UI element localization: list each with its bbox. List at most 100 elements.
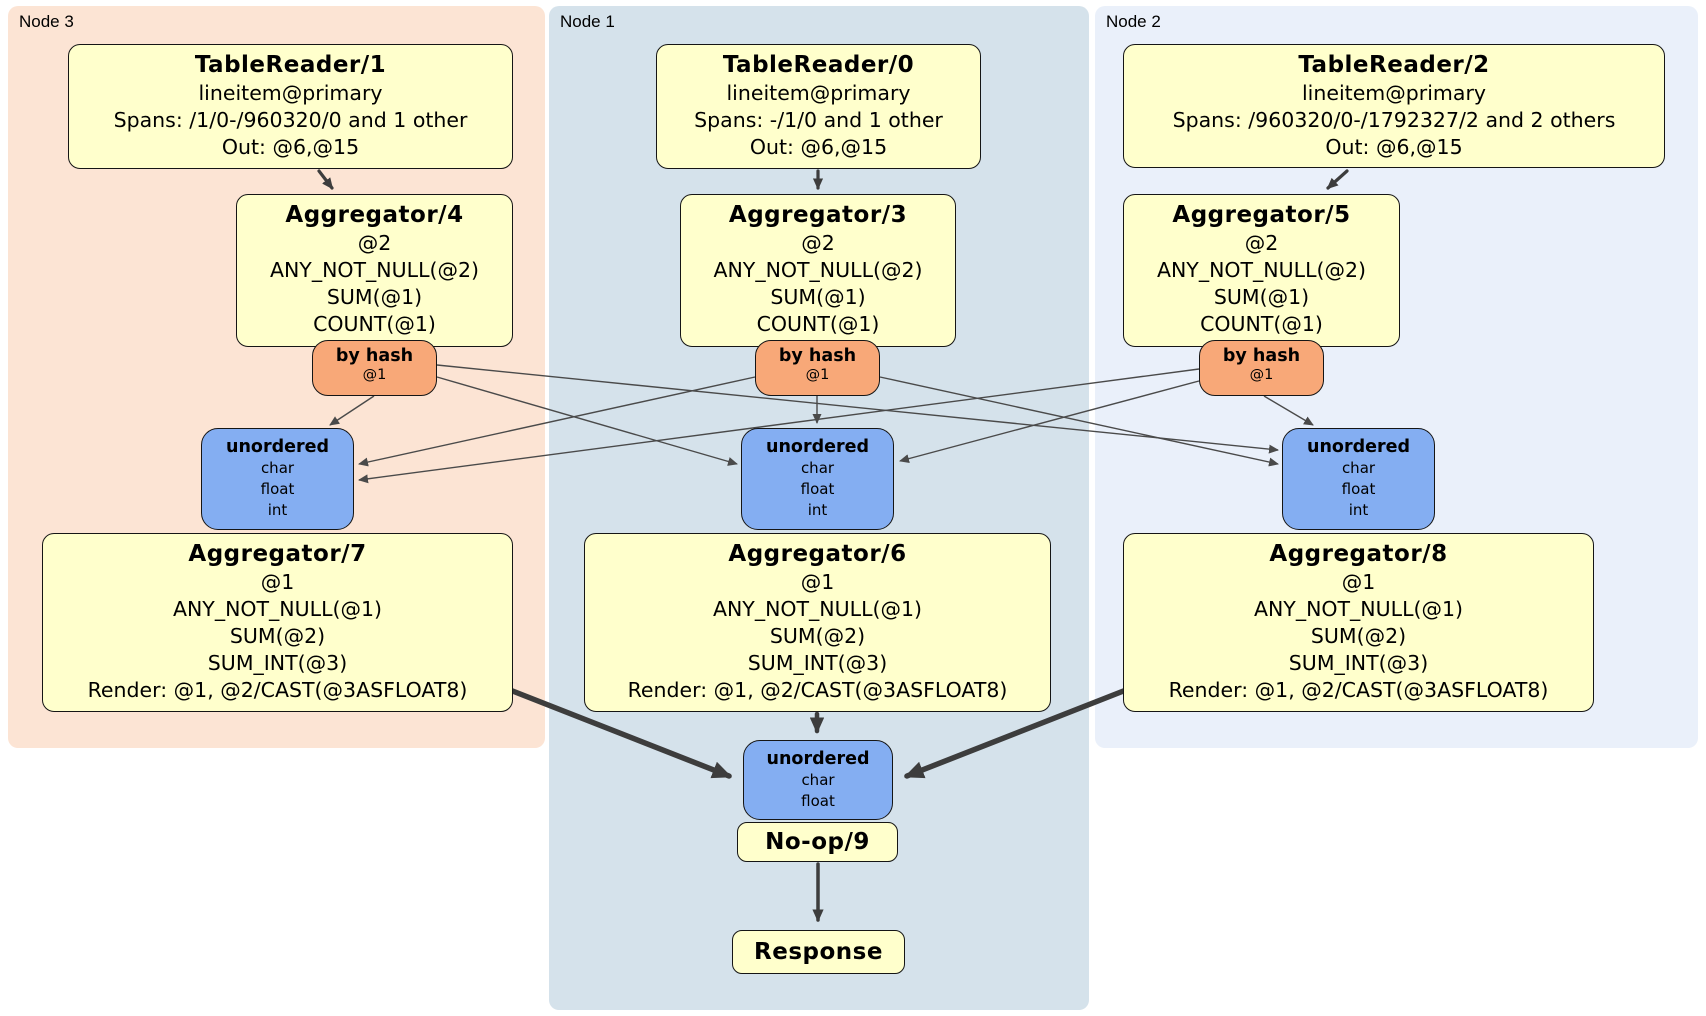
node2-label: Node 2: [1106, 12, 1161, 31]
sync-title: unordered: [766, 749, 870, 769]
aggregator-6-box: Aggregator/6 @1 ANY_NOT_NULL(@1) SUM(@2)…: [584, 533, 1051, 712]
sync-unordered-node1: unordered char float int: [741, 428, 894, 530]
box-title: TableReader/0: [722, 52, 915, 78]
sync-title: unordered: [226, 437, 329, 457]
sync-line: int: [1348, 501, 1369, 519]
edge-tr2-agg5: [1326, 169, 1349, 190]
sync-line: float: [260, 480, 295, 498]
box-title: Aggregator/8: [1269, 541, 1448, 567]
box-line: SUM(@2): [1310, 624, 1407, 648]
hash-router-node1: by hash @1: [755, 340, 880, 396]
box-line: COUNT(@1): [756, 312, 880, 336]
edge-router2-sync2: [1263, 395, 1314, 426]
sync-line: int: [807, 501, 828, 519]
edge-router3-sync1: [436, 376, 738, 466]
box-line: Render: @1, @2/CAST(@3ASFLOAT8): [87, 678, 468, 702]
edge-tr1-agg4: [317, 169, 334, 190]
box-line: ANY_NOT_NULL(@1): [172, 597, 383, 621]
sync-unordered-final: unordered char float: [743, 740, 893, 820]
edge-router3-sync2: [436, 364, 1279, 454]
node1-label: Node 1: [560, 12, 615, 31]
edge-router3-sync3: [329, 395, 375, 426]
hash-router-node2: by hash @1: [1199, 340, 1324, 396]
sync-line: char: [260, 459, 295, 477]
box-line: SUM(@1): [770, 285, 866, 309]
box-line: @2: [1244, 231, 1279, 255]
response-box: Response: [732, 930, 905, 974]
box-line: Out: @6,@15: [221, 135, 360, 159]
router-detail: @1: [805, 367, 830, 383]
router-title: by hash: [335, 346, 414, 366]
hash-router-node3: by hash @1: [312, 340, 437, 396]
edge-router1-sync3: [358, 376, 756, 467]
table-reader-0-box: TableReader/0 lineitem@primary Spans: -/…: [656, 44, 981, 169]
box-title: Aggregator/7: [188, 541, 367, 567]
box-line: SUM(@1): [326, 285, 423, 309]
sync-line: int: [267, 501, 288, 519]
box-line: @1: [260, 570, 295, 594]
box-line: ANY_NOT_NULL(@2): [713, 258, 923, 282]
box-line: lineitem@primary: [1301, 81, 1487, 105]
table-reader-1-box: TableReader/1 lineitem@primary Spans: /1…: [68, 44, 513, 169]
box-title: No-op/9: [765, 828, 870, 855]
box-title: TableReader/2: [1298, 52, 1490, 78]
box-line: Render: @1, @2/CAST(@3ASFLOAT8): [1168, 678, 1549, 702]
sync-line: float: [800, 480, 835, 498]
edge-router2-sync3: [358, 368, 1200, 484]
table-reader-2-box: TableReader/2 lineitem@primary Spans: /9…: [1123, 44, 1665, 168]
sync-line: char: [801, 771, 835, 789]
aggregator-7-box: Aggregator/7 @1 ANY_NOT_NULL(@1) SUM(@2)…: [42, 533, 513, 712]
router-detail: @1: [1249, 367, 1274, 383]
box-line: Render: @1, @2/CAST(@3ASFLOAT8): [627, 678, 1008, 702]
box-line: Out: @6,@15: [1325, 135, 1463, 159]
box-line: SUM_INT(@3): [1288, 651, 1429, 675]
box-line: SUM_INT(@3): [747, 651, 888, 675]
sync-line: float: [801, 792, 835, 810]
aggregator-8-box: Aggregator/8 @1 ANY_NOT_NULL(@1) SUM(@2)…: [1123, 533, 1594, 712]
box-line: @2: [801, 231, 835, 255]
box-line: Spans: /960320/0-/1792327/2 and 2 others: [1172, 108, 1616, 132]
sync-title: unordered: [1307, 437, 1410, 457]
box-title: Aggregator/6: [728, 541, 907, 567]
box-title: TableReader/1: [194, 52, 387, 78]
box-line: lineitem@primary: [198, 81, 383, 105]
box-line: SUM(@2): [769, 624, 866, 648]
box-line: SUM(@2): [229, 624, 326, 648]
edge-router2-sync1: [899, 380, 1200, 464]
box-title: Aggregator/5: [1172, 202, 1351, 228]
box-line: lineitem@primary: [726, 81, 911, 105]
box-line: ANY_NOT_NULL(@1): [712, 597, 923, 621]
box-line: SUM_INT(@3): [207, 651, 348, 675]
aggregator-4-box: Aggregator/4 @2 ANY_NOT_NULL(@2) SUM(@1)…: [236, 194, 513, 347]
edge-router1-sync2: [879, 376, 1279, 467]
edge-agg7-finalsync: [507, 687, 733, 779]
sync-line: char: [1341, 459, 1376, 477]
box-line: SUM(@1): [1213, 285, 1310, 309]
box-line: @1: [1341, 570, 1376, 594]
node3-label: Node 3: [19, 12, 74, 31]
sync-unordered-node2: unordered char float int: [1282, 428, 1435, 530]
box-title: Response: [754, 938, 883, 965]
box-title: Aggregator/3: [728, 202, 908, 228]
box-line: COUNT(@1): [313, 312, 436, 336]
box-line: @2: [357, 231, 392, 255]
aggregator-3-box: Aggregator/3 @2 ANY_NOT_NULL(@2) SUM(@1)…: [680, 194, 956, 347]
sync-line: char: [800, 459, 835, 477]
sync-line: float: [1341, 480, 1376, 498]
box-title: Aggregator/4: [285, 202, 464, 228]
router-title: by hash: [1222, 346, 1301, 366]
box-line: ANY_NOT_NULL(@2): [269, 258, 480, 282]
edge-agg8-finalsync: [903, 687, 1129, 779]
router-title: by hash: [778, 346, 857, 366]
box-line: @1: [800, 570, 835, 594]
router-detail: @1: [362, 367, 387, 383]
box-line: Out: @6,@15: [749, 135, 888, 159]
box-line: ANY_NOT_NULL(@1): [1253, 597, 1464, 621]
noop-box: No-op/9: [737, 822, 898, 862]
box-line: Spans: -/1/0 and 1 other: [694, 108, 943, 132]
sync-title: unordered: [766, 437, 869, 457]
aggregator-5-box: Aggregator/5 @2 ANY_NOT_NULL(@2) SUM(@1)…: [1123, 194, 1400, 347]
sync-unordered-node3: unordered char float int: [201, 428, 354, 530]
box-line: COUNT(@1): [1200, 312, 1323, 336]
